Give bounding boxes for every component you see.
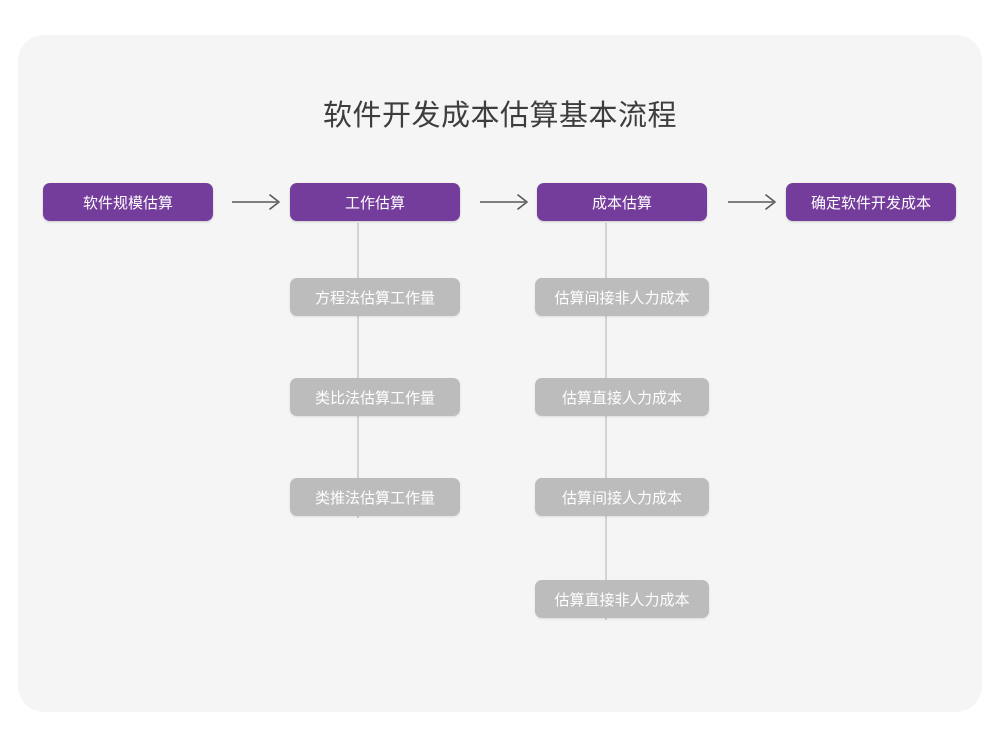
sub-node-label: 估算直接非人力成本 <box>554 591 690 609</box>
sub-node-label: 估算直接人力成本 <box>561 389 682 407</box>
page-title: 软件开发成本估算基本流程 <box>322 100 677 132</box>
diagram-card: 软件开发成本估算基本流程 软件规模估算 工作估算 成本估算 确定软件开发成本 <box>18 35 982 712</box>
connector-trunk-work <box>357 223 359 518</box>
flow-node-work-estimation[interactable]: 工作估算 <box>290 183 460 221</box>
flow-arrow-2 <box>480 191 532 213</box>
sub-node-analogy-method-workload[interactable]: 类比法估算工作量 <box>290 378 460 416</box>
sub-node-label: 类推法估算工作量 <box>314 489 435 507</box>
connector-trunk-cost <box>605 223 607 620</box>
sub-node-label: 估算间接人力成本 <box>561 489 682 507</box>
flow-node-determine-development-cost[interactable]: 确定软件开发成本 <box>786 183 956 221</box>
sub-node-equation-method-workload[interactable]: 方程法估算工作量 <box>290 278 460 316</box>
sub-node-direct-labor-cost[interactable]: 估算直接人力成本 <box>535 378 709 416</box>
flow-node-label: 工作估算 <box>344 194 405 212</box>
sub-node-indirect-nonlabor-cost[interactable]: 估算间接非人力成本 <box>535 278 709 316</box>
sub-node-indirect-labor-cost[interactable]: 估算间接人力成本 <box>535 478 709 516</box>
flow-node-label: 成本估算 <box>591 194 652 212</box>
flow-node-cost-estimation[interactable]: 成本估算 <box>537 183 707 221</box>
flow-arrow-1 <box>232 191 284 213</box>
sub-node-label: 方程法估算工作量 <box>314 289 435 307</box>
flow-node-label: 软件规模估算 <box>82 194 173 212</box>
sub-node-inference-method-workload[interactable]: 类推法估算工作量 <box>290 478 460 516</box>
flow-node-label: 确定软件开发成本 <box>810 194 931 212</box>
flow-arrow-3 <box>728 191 780 213</box>
sub-node-label: 估算间接非人力成本 <box>554 289 690 307</box>
sub-node-direct-nonlabor-cost[interactable]: 估算直接非人力成本 <box>535 580 709 618</box>
sub-node-label: 类比法估算工作量 <box>314 389 435 407</box>
flow-node-software-scale-estimation[interactable]: 软件规模估算 <box>43 183 213 221</box>
